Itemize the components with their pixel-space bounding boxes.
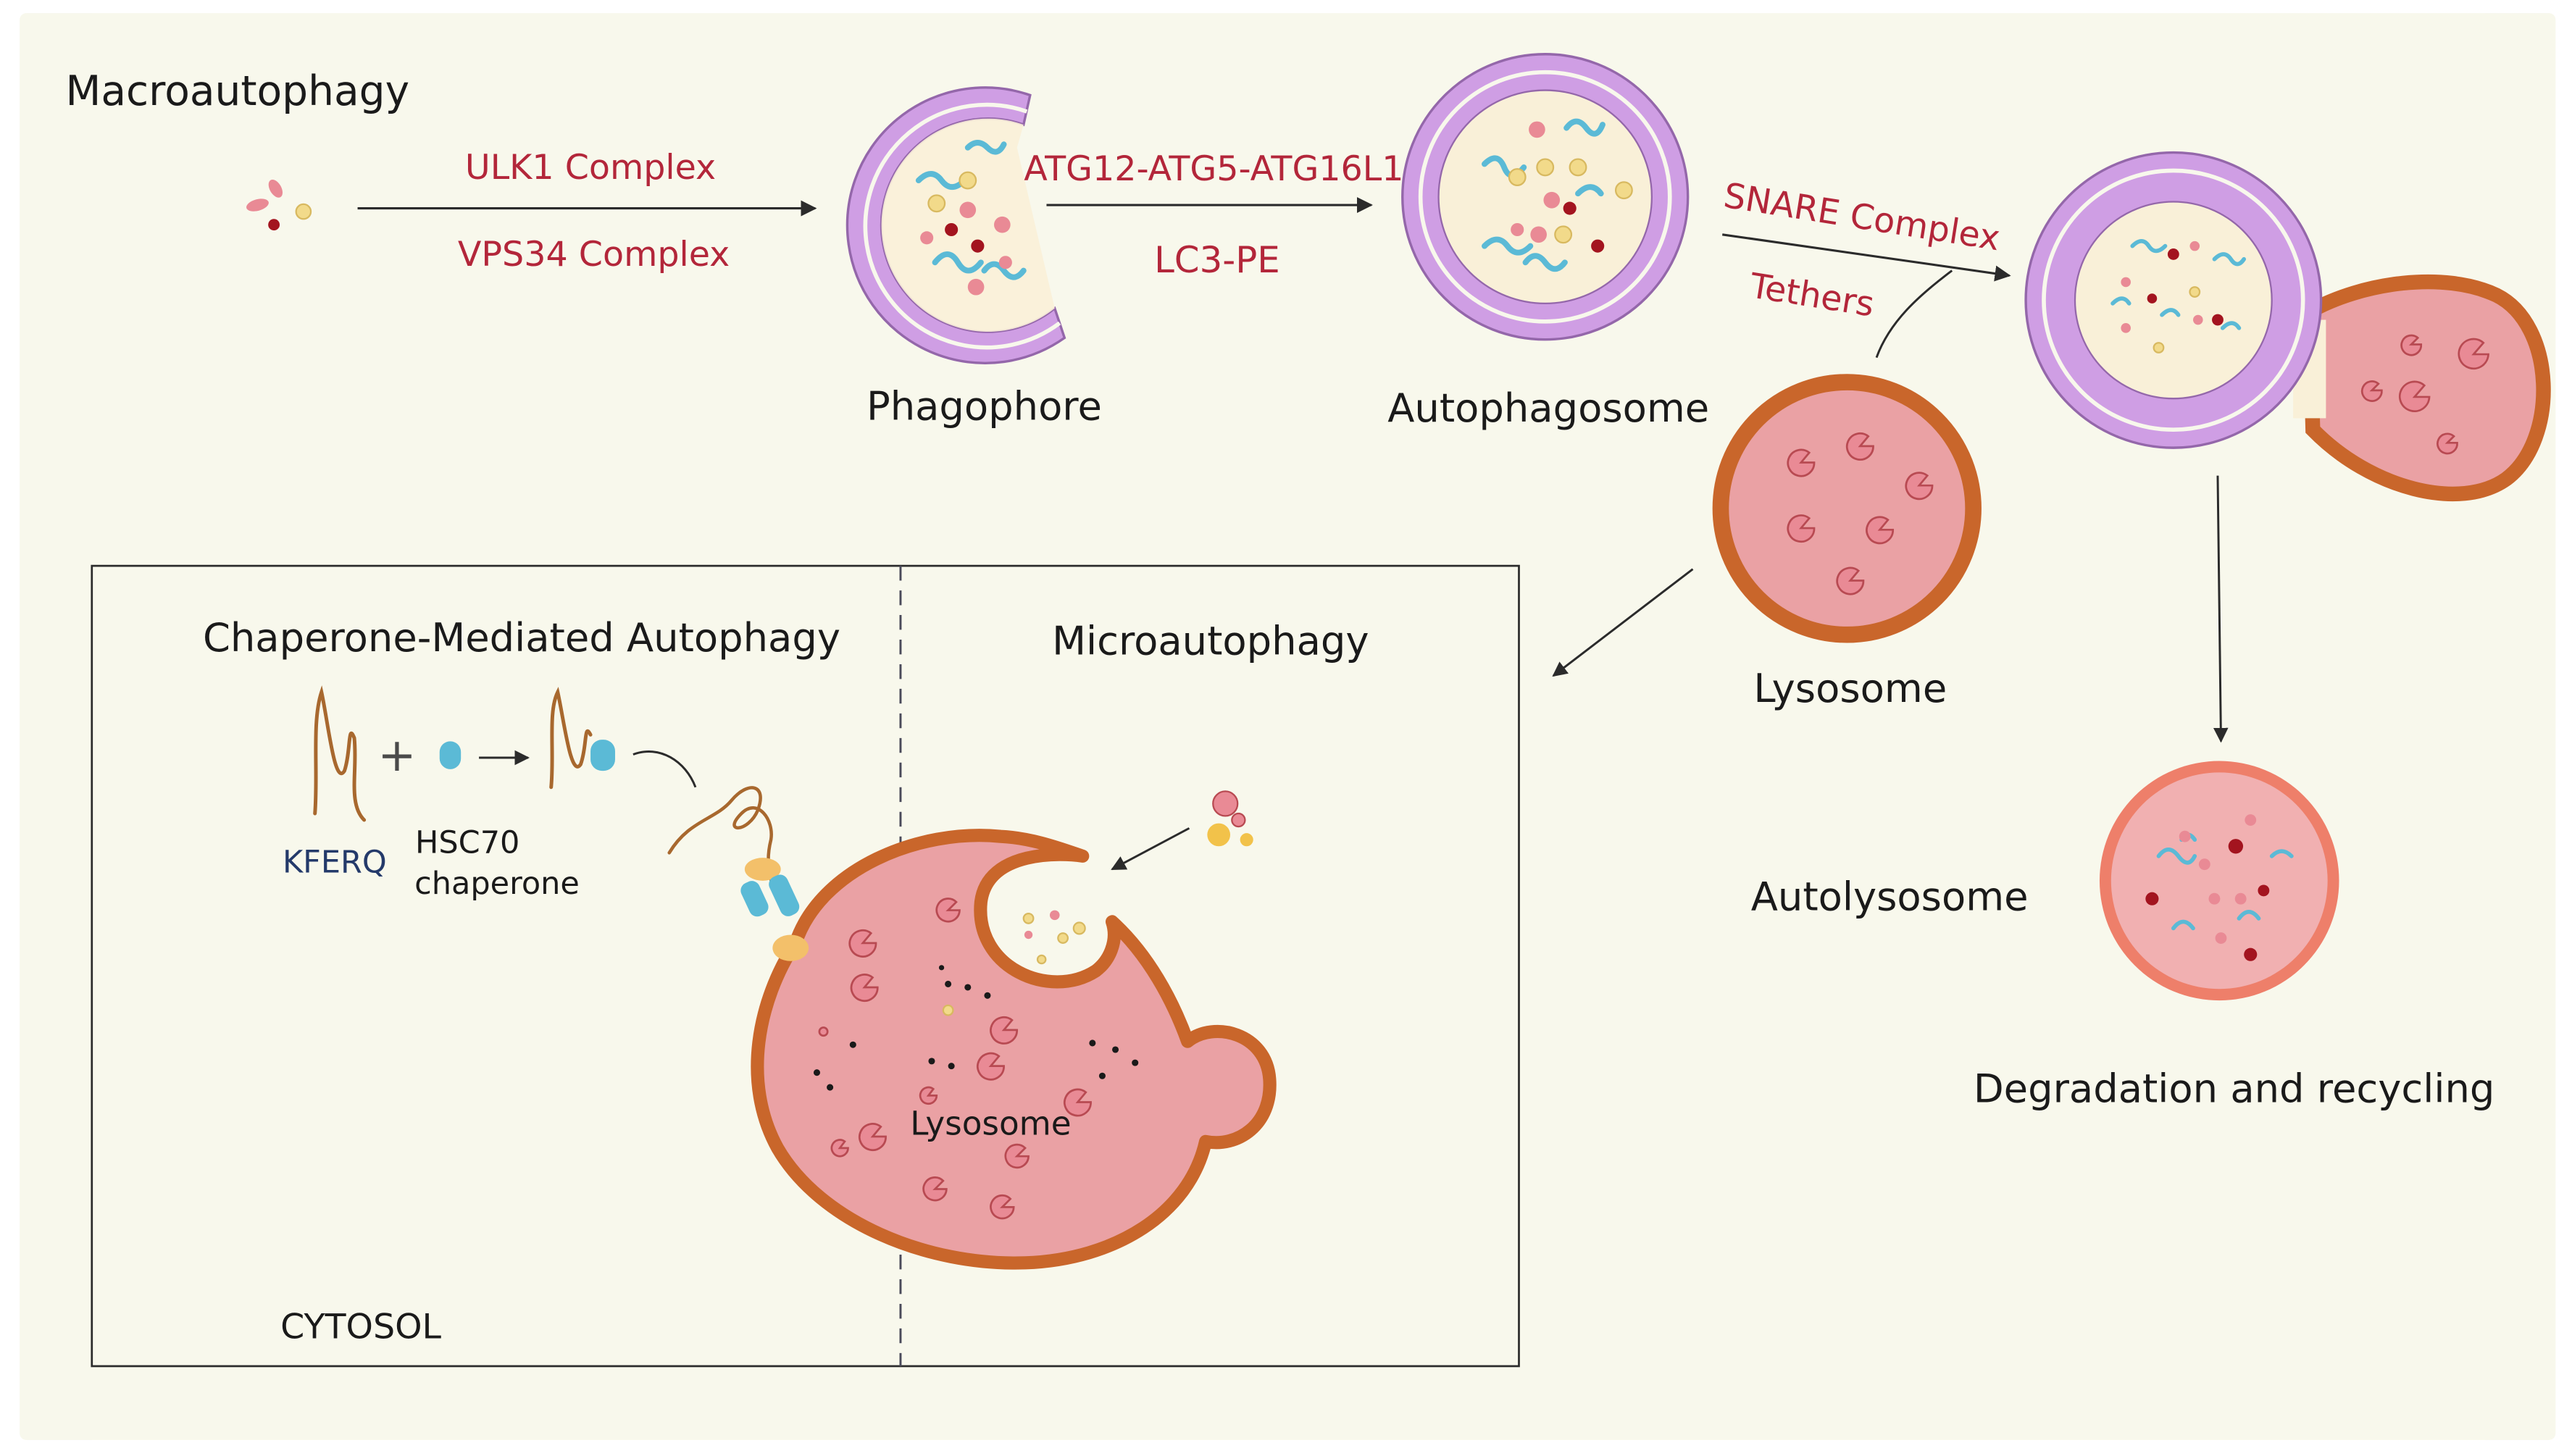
- lysosome-label: Lysosome: [1753, 666, 1947, 711]
- hsc70-label: HSC70: [415, 824, 519, 861]
- kferq-protein-icon: [313, 685, 367, 822]
- fused-autolysosome: [2024, 151, 2551, 501]
- microautophagy-title: Microautophagy: [1052, 618, 1369, 664]
- atg12-label: ATG12-ATG5-ATG16L1: [1024, 149, 1403, 189]
- cargo-cluster: [246, 179, 312, 231]
- arrow-to-autolysosome: [2213, 475, 2229, 743]
- cma-reaction: +: [313, 685, 697, 822]
- micro-arrow: [1111, 827, 1190, 871]
- unfolding-protein: [667, 786, 782, 904]
- autophagosome-label: Autophagosome: [1387, 385, 1709, 431]
- phagophore: [845, 86, 1066, 364]
- panel-lysosome-label: Lysosome: [910, 1105, 1071, 1143]
- cma-title: Chaperone-Mediated Autophagy: [203, 615, 840, 661]
- autophagosome: [1401, 53, 1690, 341]
- chaperone-label: chaperone: [414, 866, 580, 902]
- lamp2a-receptor-bottom: [772, 934, 809, 961]
- panel-lysosome-body: [751, 829, 1277, 1270]
- phagophore-label: Phagophore: [867, 384, 1102, 430]
- fused-lysosome-lobe: [2302, 274, 2551, 501]
- lamp2a-channel-left: [740, 881, 769, 917]
- arrow-step3: [1722, 233, 2011, 282]
- bound-hsc70-icon: [590, 740, 616, 771]
- lc3-pe-label: LC3-PE: [1154, 239, 1280, 281]
- arrow-to-panel: [1552, 568, 1694, 677]
- cytosol-label: CYTOSOL: [280, 1307, 441, 1347]
- lysosome-enzymes: [1787, 432, 1934, 595]
- fused-cargo: [2110, 239, 2247, 353]
- kferq-label: KFERQ: [283, 844, 387, 880]
- vps34-complex-label: VPS34 Complex: [458, 235, 730, 275]
- degradation-label: Degradation and recycling: [1974, 1066, 2495, 1111]
- autolysosome-label: Autolysosome: [1751, 874, 2029, 920]
- autophagosome-cargo: [1481, 118, 1633, 272]
- macroautophagy-title: Macroautophagy: [66, 67, 410, 115]
- cma-translocation: [667, 786, 809, 961]
- micro-cargo: [1207, 790, 1253, 847]
- ulk1-complex-label: ULK1 Complex: [465, 148, 716, 188]
- panel-black-dots: [813, 965, 1139, 1091]
- autolysosome: [2099, 761, 2339, 1001]
- lysosome: [1712, 374, 1982, 643]
- phagophore-inner-line: [863, 102, 1061, 350]
- bound-protein-icon: [549, 687, 593, 790]
- hsc70-chaperone-icon: [439, 741, 462, 769]
- lysosome-join-line: [1875, 269, 1953, 359]
- fused-enzymes: [2360, 334, 2489, 455]
- lamp2a-channel-right: [769, 874, 800, 916]
- autolysosome-cargo: [2145, 814, 2294, 961]
- invagination-cargo: [942, 910, 1086, 1016]
- cma-arc: [632, 750, 697, 788]
- panel-enzymes: [818, 898, 1092, 1220]
- plus-sign: +: [377, 728, 416, 782]
- lamp2a-receptor-top: [744, 858, 781, 881]
- phagophore-cargo: [915, 140, 1027, 296]
- panel-lysosome: [751, 829, 1277, 1270]
